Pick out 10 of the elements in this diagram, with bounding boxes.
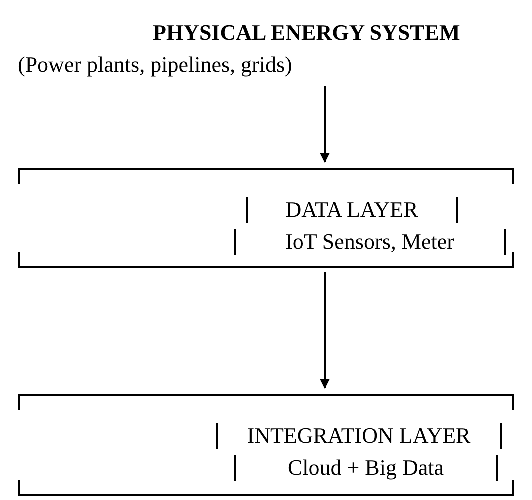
layer-title: INTEGRATION LAYER — [247, 422, 471, 450]
arrow — [320, 86, 330, 163]
layer-description: IoT Sensors, Meter — [286, 228, 454, 256]
title-text: PHYSICAL ENERGY SYSTEM — [153, 19, 460, 47]
bracket-box — [18, 168, 514, 268]
subtitle-text: (Power plants, pipelines, grids) — [18, 51, 292, 79]
arrow — [320, 272, 330, 389]
layer-title: DATA LAYER — [286, 196, 418, 224]
bracket-box — [18, 394, 514, 496]
layer-description: Cloud + Big Data — [288, 454, 444, 482]
